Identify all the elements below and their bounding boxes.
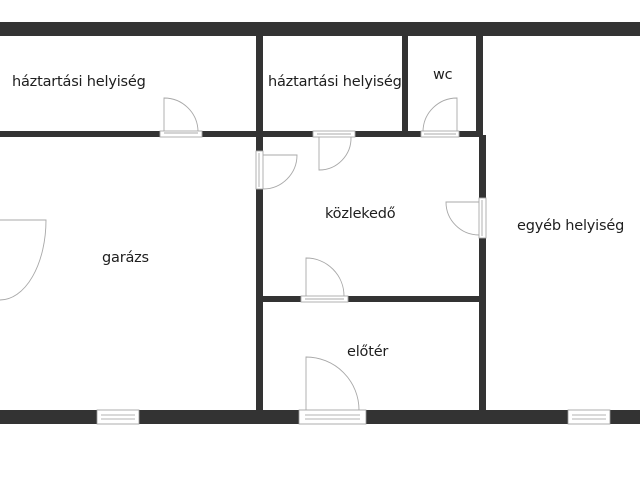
- window-garazs: [96, 409, 140, 425]
- wall-top: [0, 22, 640, 36]
- wall-wc-left: [402, 36, 408, 135]
- wall-v-right-a: [479, 135, 486, 198]
- wall-wc-right: [476, 36, 483, 135]
- room-label-haztartasi-2: háztartási helyiség: [268, 74, 402, 90]
- door-frame-garazs: [255, 150, 264, 190]
- room-label-kozlekedo: közlekedő: [325, 206, 396, 222]
- door-frame-haztartasi-1: [159, 130, 203, 138]
- wall-upper-mid-a: [258, 131, 313, 137]
- room-label-egyeb: egyéb helyiség: [517, 218, 625, 234]
- wall-upper-mid-b: [355, 131, 421, 137]
- room-label-wc: wc: [433, 67, 453, 83]
- door-frame-egyeb: [478, 197, 487, 239]
- wall-upper-left-b: [202, 131, 258, 137]
- wall-kozl-eloter-b: [348, 296, 479, 302]
- door-haztartasi-2: [318, 136, 352, 171]
- window-egyeb: [567, 409, 611, 425]
- openings: [96, 409, 611, 425]
- wall-upper-right: [459, 131, 483, 137]
- wall-kozl-eloter-a: [263, 296, 301, 302]
- walls: [0, 22, 640, 424]
- room-label-garazs: garázs: [102, 250, 149, 266]
- wall-v-right-b: [479, 238, 486, 410]
- room-label-eloter: előtér: [347, 344, 389, 360]
- door-haztartasi-1: [163, 97, 199, 132]
- window-lines: [101, 414, 606, 420]
- door-egyeb: [445, 201, 480, 236]
- entrance-door-opening: [298, 409, 367, 425]
- room-label-haztartasi-1: háztartási helyiség: [12, 74, 146, 90]
- wall-upper-left-a: [0, 131, 160, 137]
- wall-v-left-b: [256, 189, 263, 410]
- door-eloter: [305, 257, 345, 297]
- wall-v-left-a: [256, 36, 263, 151]
- doors: [0, 97, 487, 411]
- door-garazs: [262, 154, 298, 190]
- door-entrance: [305, 356, 360, 411]
- door-wc: [422, 97, 458, 132]
- door-garazs-main: [0, 219, 47, 301]
